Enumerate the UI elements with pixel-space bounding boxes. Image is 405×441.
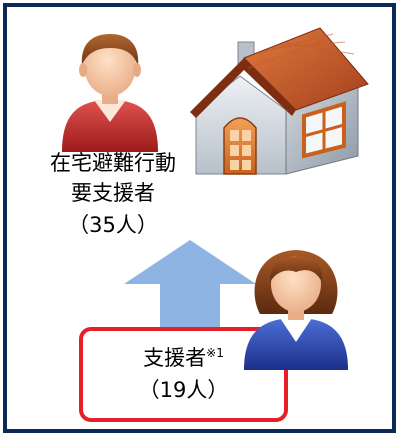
supporter-label-text: 支援者	[143, 346, 207, 370]
person-blue-suit-icon	[244, 250, 348, 370]
supporter-note-mark: ※1	[206, 346, 224, 360]
arrow-up-icon	[124, 240, 256, 330]
person-red-shirt-icon	[62, 34, 158, 152]
evacuee-count: （35人）	[68, 213, 158, 237]
evacuee-label-line1: 在宅避難行動	[50, 151, 176, 175]
supporter-label: 支援者※1	[79, 343, 288, 373]
supporter-count: （19人）	[138, 378, 229, 402]
house-icon	[190, 27, 369, 175]
evacuee-label-line2: 要支援者	[71, 181, 155, 205]
